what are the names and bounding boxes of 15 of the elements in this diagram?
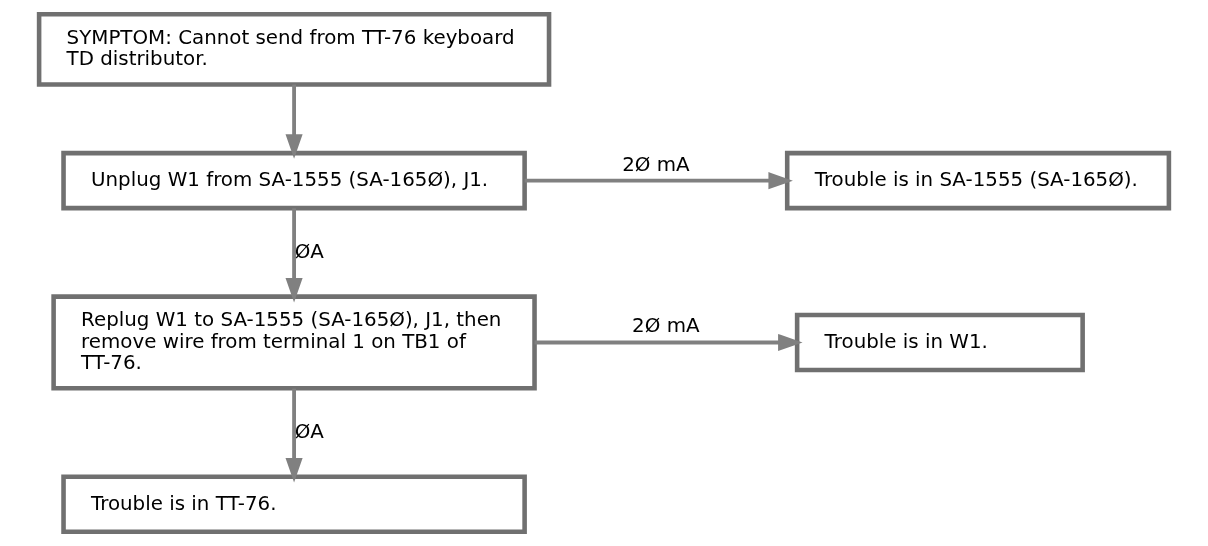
- node-box: SYMPTOM: Cannot send from TT-76 keyboard TD distributor.: [36, 11, 552, 87]
- edge-label: ØA: [294, 419, 324, 443]
- edge-label: 2Ø mA: [622, 152, 690, 176]
- edge-label: 2Ø mA: [632, 314, 700, 338]
- arrow: [285, 388, 303, 483]
- arrow: [285, 84, 303, 159]
- node-box: Trouble is in TT-76.: [61, 474, 527, 535]
- arrow: [524, 172, 793, 190]
- edge-label: ØA: [294, 239, 324, 263]
- node-box: Unplug W1 from SA-1555 (SA-165Ø), J1.: [61, 150, 527, 211]
- node-box: Replug W1 to SA-1555 (SA-165Ø), J1, then remove wire from terminal 1 on TB1 of TT-76.: [51, 294, 537, 391]
- arrow: [285, 208, 303, 303]
- arrow: [534, 333, 803, 352]
- node-box: Trouble is in SA-1555 (SA-165Ø).: [784, 150, 1172, 211]
- node-box: Trouble is in W1.: [794, 312, 1085, 373]
